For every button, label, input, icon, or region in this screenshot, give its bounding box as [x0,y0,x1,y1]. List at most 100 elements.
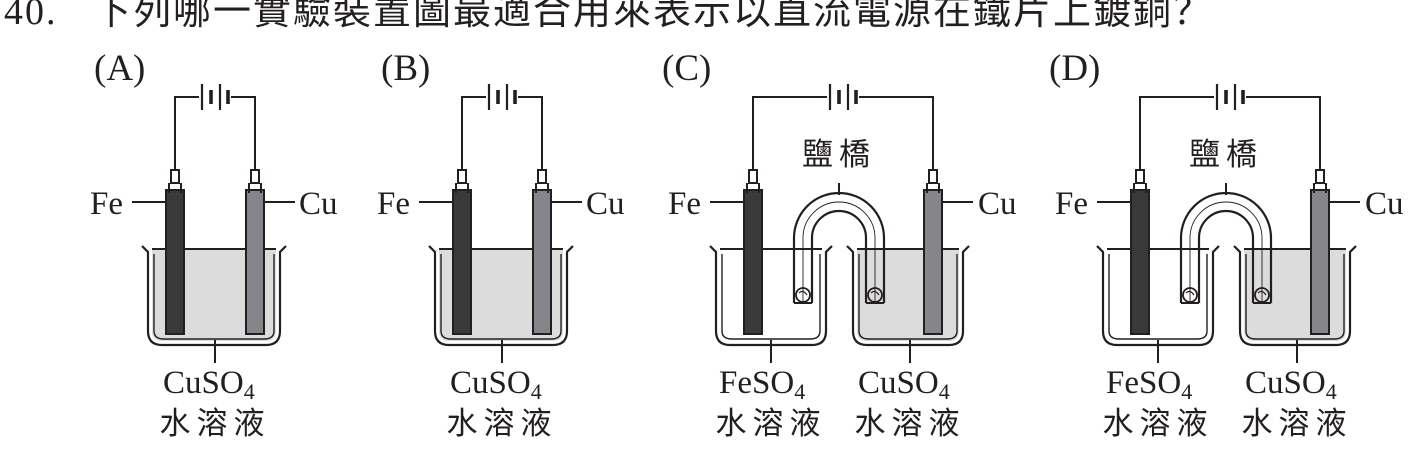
clip [250,169,260,184]
beaker-inner-wall [1245,254,1345,340]
cu-electrode [923,169,943,335]
bridge-inner [810,209,868,303]
solution-fill [857,249,959,341]
question-header: 40. 下列哪一實驗裝置圖最適合用來表示以直流電源在鐵片上鍍銅？ [4,0,1213,35]
cotton-plug [795,287,811,303]
clip [457,169,467,184]
cu-electrode-plate [1310,189,1330,335]
salt-bridge-label: 鹽橋 [802,137,876,172]
beaker-left [1096,245,1220,347]
bridge-tube-line [802,201,876,303]
clip [1315,169,1325,184]
fe-electrode-plate [743,189,763,335]
battery-gap [827,93,859,101]
fe-electrode [452,169,472,335]
cotton-plug [1182,287,1198,303]
battery-gap [486,93,518,101]
solution-formula: FeSO4 [1106,365,1192,404]
beaker-outline [1096,245,1220,347]
wire [461,96,543,170]
beaker-left [709,245,833,347]
cu-label: Cu [586,186,625,222]
battery-symbol [486,84,518,110]
solution-state: 水溶液 [447,406,558,441]
solution-state: 水溶液 [716,406,827,441]
beaker-inner-wall [153,254,275,340]
clip [748,169,758,184]
battery-symbol [1214,84,1246,110]
beaker-inner-wall [440,254,562,340]
bridge-inner [1197,209,1255,303]
fe-electrode-plate [165,189,185,335]
clip [1135,169,1145,184]
beaker-outline [1233,245,1357,347]
option-label: (D) [1049,48,1100,89]
solution-formula: CuSO4 [1245,365,1337,404]
battery-gap [199,93,231,101]
cu-label: Cu [1365,186,1404,222]
option-label: (B) [381,48,430,89]
cotton-plug-curl [870,290,880,296]
fe-label: Fe [1055,186,1088,222]
cotton-plug-curl [1185,290,1195,296]
battery-gap [1214,93,1246,101]
solution-formula: CuSO4 [163,365,255,404]
solution-formula: FeSO4 [719,365,805,404]
solution-state: 水溶液 [855,406,966,441]
clip [928,169,938,184]
fe-electrode [165,169,185,335]
option-label: (A) [94,48,145,89]
option-label: (C) [662,48,711,89]
cu-electrode [1310,169,1330,335]
clip [537,169,547,184]
cu-electrode [245,169,265,335]
beaker-outline [709,245,833,347]
fe-electrode-plate [1130,189,1150,335]
cu-electrode-plate [923,189,943,335]
solution-formula: CuSO4 [450,365,542,404]
beaker-outline [846,245,970,347]
fe-electrode-plate [452,189,472,335]
salt-bridge [1179,183,1273,304]
fe-electrode [1130,169,1150,335]
battery-symbol [827,84,859,110]
question-text: 下列哪一實驗裝置圖最適合用來表示以直流電源在鐵片上鍍銅？ [93,0,1214,33]
salt-bridge [792,183,886,304]
beaker-inner-wall [858,254,958,340]
cotton-plug [1254,287,1270,303]
fe-label: Fe [90,186,123,222]
solution-state: 水溶液 [160,406,271,441]
beaker-inner-wall [721,254,821,340]
battery-symbol [199,84,231,110]
solution-state: 水溶液 [1242,406,1353,441]
cu-label: Cu [978,186,1017,222]
beaker-inner-wall [1108,254,1208,340]
cu-electrode-plate [245,189,265,335]
cu-electrode [532,169,552,335]
solution-formula: CuSO4 [858,365,950,404]
cotton-plug-curl [798,290,808,296]
clip [170,169,180,184]
fe-label: Fe [377,186,410,222]
cu-label: Cu [299,186,338,222]
salt-bridge-label: 鹽橋 [1189,137,1263,172]
cotton-plug-curl [1257,290,1267,296]
fe-label: Fe [668,186,701,222]
solution-state: 水溶液 [1103,406,1214,441]
cu-electrode-plate [532,189,552,335]
cotton-plug [867,287,883,303]
bridge-tube-line [1189,201,1263,303]
question-number: 40. [4,0,58,33]
fe-electrode [743,169,763,335]
